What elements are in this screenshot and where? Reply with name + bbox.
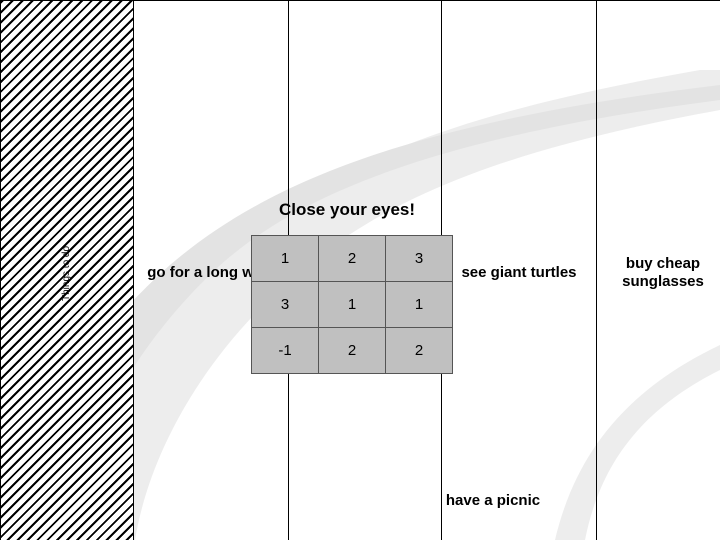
hatched-header-cell: Things to do	[0, 0, 134, 540]
number-table-row: 3 1 1	[251, 281, 453, 328]
number-cell-1-0[interactable]: 3	[251, 281, 319, 328]
number-cell-2-1[interactable]: 2	[318, 327, 386, 374]
have-a-picnic-label: have a picnic	[445, 492, 541, 509]
number-cell-0-2[interactable]: 3	[385, 235, 453, 282]
number-table: 1 2 3 3 1 1 -1 2 2	[251, 235, 453, 374]
hatch-pattern-fill	[1, 1, 133, 540]
cell-buy-cheap-sunglasses[interactable]: buy cheap sunglasses	[596, 0, 720, 540]
number-table-row: -1 2 2	[251, 327, 453, 374]
number-table-row: 1 2 3	[251, 235, 453, 282]
number-cell-1-1[interactable]: 1	[318, 281, 386, 328]
number-cell-2-2[interactable]: 2	[385, 327, 453, 374]
number-cell-1-2[interactable]: 1	[385, 281, 453, 328]
close-your-eyes-heading: Close your eyes!	[278, 200, 416, 219]
number-cell-2-0[interactable]: -1	[251, 327, 319, 374]
cell-see-giant-turtles[interactable]: see giant turtles	[441, 0, 597, 540]
number-cell-0-0[interactable]: 1	[251, 235, 319, 282]
number-cell-0-1[interactable]: 2	[318, 235, 386, 282]
hatched-cell-label: Things to do	[61, 245, 72, 301]
